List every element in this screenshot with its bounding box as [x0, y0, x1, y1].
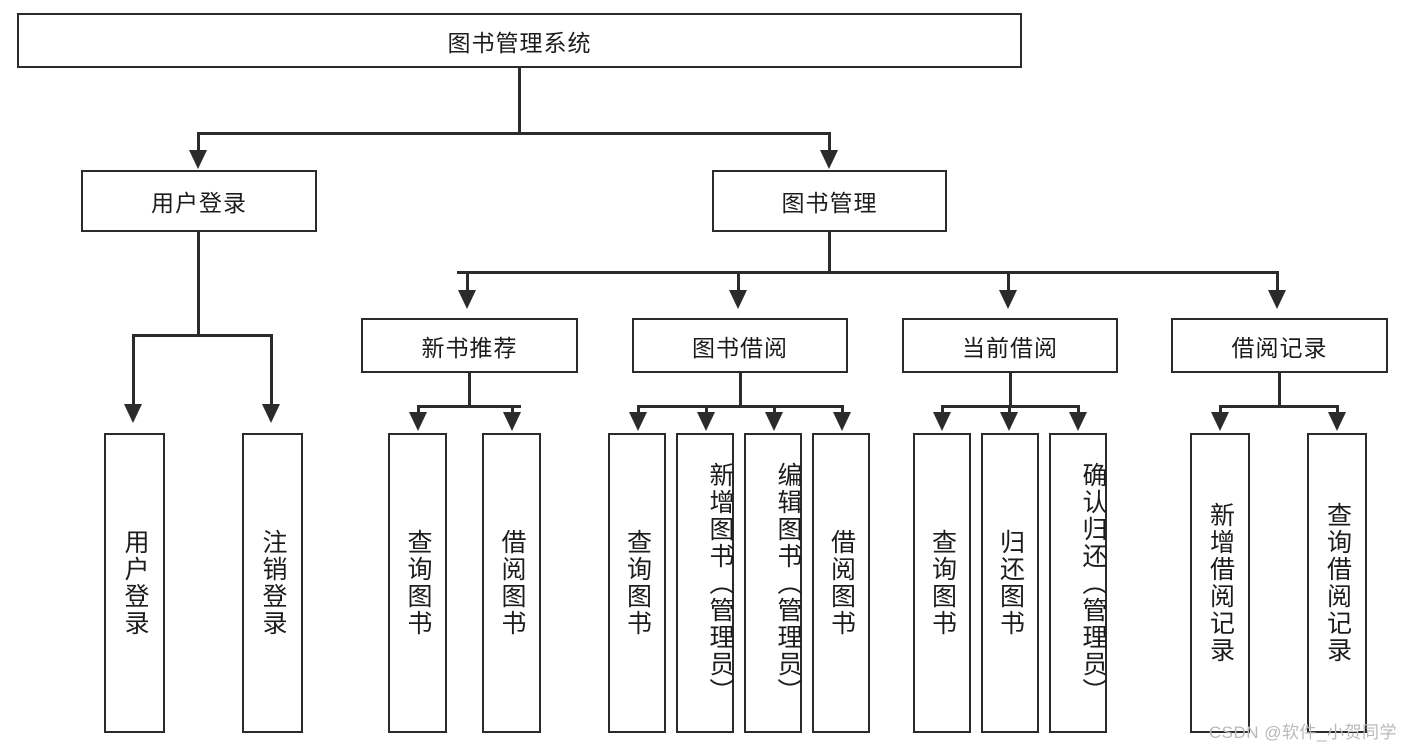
leaf-user-login-login[interactable]: 用户登录 — [104, 433, 165, 733]
arrow-borrow-record-to-leaf-2 — [1328, 412, 1346, 431]
edge-user-login-splitbar — [132, 334, 272, 337]
edge-user-login-to-leaf-2 — [270, 334, 273, 410]
node-label: 查询借阅记录 — [1323, 502, 1352, 664]
leaf-borrow-record-query[interactable]: 查询借阅记录 — [1307, 433, 1367, 733]
leaf-new-book-borrow[interactable]: 借阅图书 — [482, 433, 541, 733]
edge-book-borrow-to-leaf-4 — [841, 405, 844, 417]
node-label: 查询图书 — [928, 529, 957, 637]
node-book-management[interactable]: 图书管理 — [712, 170, 947, 232]
node-label: 查询图书 — [623, 529, 652, 637]
edge-root-to-user-login — [197, 132, 200, 158]
arrow-book-borrow-to-leaf-4 — [833, 412, 851, 431]
edge-root-to-book-mgmt — [828, 132, 831, 158]
node-user-login[interactable]: 用户登录 — [81, 170, 317, 232]
node-label: 借阅记录 — [1231, 334, 1328, 361]
edge-user-login-stem — [197, 232, 200, 336]
node-label: 新书推荐 — [421, 334, 518, 361]
edge-new-book-to-leaf-1 — [417, 405, 420, 417]
arrow-borrow-record-to-leaf-1 — [1211, 412, 1229, 431]
arrow-current-borrow-to-leaf-3 — [1069, 412, 1087, 431]
node-label: 用户登录 — [151, 190, 247, 216]
node-label: 图书管理系统 — [447, 29, 592, 56]
node-label: 新增借阅记录 — [1206, 502, 1235, 664]
arrow-new-book-to-leaf-1 — [409, 412, 427, 431]
node-new-book-recommend[interactable]: 新书推荐 — [361, 318, 578, 373]
leaf-user-login-logout[interactable]: 注销登录 — [242, 433, 303, 733]
edge-book-mgmt-stem — [828, 232, 831, 274]
node-borrow-record[interactable]: 借阅记录 — [1171, 318, 1388, 373]
node-label: 确认归还（管理员） — [1079, 461, 1107, 705]
edge-new-book-splitbar — [417, 405, 521, 408]
edge-book-mgmt-to-borrow-record — [1276, 271, 1279, 295]
leaf-book-borrow-borrow[interactable]: 借阅图书 — [812, 433, 870, 733]
arrow-book-mgmt-to-current-borrow — [999, 290, 1017, 309]
watermark: CSDN @软件_小贺同学 — [1208, 723, 1397, 742]
edge-root-stem — [518, 68, 521, 134]
edge-book-borrow-to-leaf-2 — [705, 405, 708, 417]
node-book-borrow[interactable]: 图书借阅 — [632, 318, 848, 373]
arrow-book-mgmt-to-book-borrow — [729, 290, 747, 309]
node-label: 当前借阅 — [962, 334, 1058, 361]
edge-root-splitbar — [197, 132, 831, 135]
node-label: 归还图书 — [996, 529, 1025, 637]
edge-book-borrow-to-leaf-3 — [773, 405, 776, 417]
edge-current-borrow-to-leaf-2 — [1008, 405, 1011, 417]
edge-user-login-to-leaf-1 — [132, 334, 135, 410]
leaf-current-borrow-query[interactable]: 查询图书 — [913, 433, 971, 733]
edge-book-mgmt-splitbar — [457, 271, 1279, 274]
node-label: 图书管理 — [781, 190, 878, 216]
edge-book-mgmt-to-current-borrow — [1007, 271, 1010, 295]
arrow-book-mgmt-to-new-book — [458, 290, 476, 309]
node-label: 用户登录 — [121, 529, 149, 637]
edge-borrow-record-to-leaf-1 — [1219, 405, 1222, 417]
edge-new-book-to-leaf-2 — [511, 405, 514, 417]
arrow-new-book-to-leaf-2 — [503, 412, 521, 431]
edge-current-borrow-to-leaf-3 — [1077, 405, 1080, 417]
edge-book-mgmt-to-book-borrow — [737, 271, 740, 295]
leaf-current-borrow-return[interactable]: 归还图书 — [981, 433, 1039, 733]
arrow-root-to-user-login — [189, 150, 207, 169]
edge-current-borrow-stem — [1009, 373, 1012, 407]
arrow-user-login-to-leaf-1 — [124, 404, 142, 423]
leaf-book-borrow-edit[interactable]: 编辑图书（管理员） — [744, 433, 802, 733]
arrow-user-login-to-leaf-2 — [262, 404, 280, 423]
edge-book-mgmt-to-new-book — [466, 271, 469, 295]
leaf-new-book-query[interactable]: 查询图书 — [388, 433, 447, 733]
node-root-system[interactable]: 图书管理系统 — [17, 13, 1022, 68]
leaf-book-borrow-add[interactable]: 新增图书（管理员） — [676, 433, 734, 733]
leaf-borrow-record-add[interactable]: 新增借阅记录 — [1190, 433, 1250, 733]
edge-current-borrow-to-leaf-1 — [941, 405, 944, 417]
node-label: 图书借阅 — [692, 334, 788, 361]
edge-borrow-record-stem — [1278, 373, 1281, 407]
node-current-borrow[interactable]: 当前借阅 — [902, 318, 1118, 373]
leaf-current-borrow-confirm-return[interactable]: 确认归还（管理员） — [1049, 433, 1107, 733]
arrow-root-to-book-mgmt — [820, 150, 838, 169]
edge-book-borrow-to-leaf-1 — [637, 405, 640, 417]
arrow-current-borrow-to-leaf-1 — [933, 412, 951, 431]
edge-borrow-record-to-leaf-2 — [1336, 405, 1339, 417]
node-label: 注销登录 — [259, 529, 287, 637]
node-label: 借阅图书 — [498, 529, 526, 637]
arrow-current-borrow-to-leaf-2 — [1000, 412, 1018, 431]
node-label: 新增图书（管理员） — [706, 461, 734, 705]
arrow-book-borrow-to-leaf-1 — [629, 412, 647, 431]
edge-book-borrow-stem — [739, 373, 742, 407]
arrow-book-borrow-to-leaf-3 — [765, 412, 783, 431]
arrow-book-borrow-to-leaf-2 — [697, 412, 715, 431]
leaf-book-borrow-query[interactable]: 查询图书 — [608, 433, 666, 733]
edge-new-book-stem — [468, 373, 471, 407]
arrow-book-mgmt-to-borrow-record — [1268, 290, 1286, 309]
node-label: 查询图书 — [404, 529, 432, 637]
edge-book-borrow-splitbar — [637, 405, 844, 408]
edge-borrow-record-splitbar — [1219, 405, 1339, 408]
node-label: 编辑图书（管理员） — [774, 461, 802, 705]
node-label: 借阅图书 — [827, 529, 856, 637]
